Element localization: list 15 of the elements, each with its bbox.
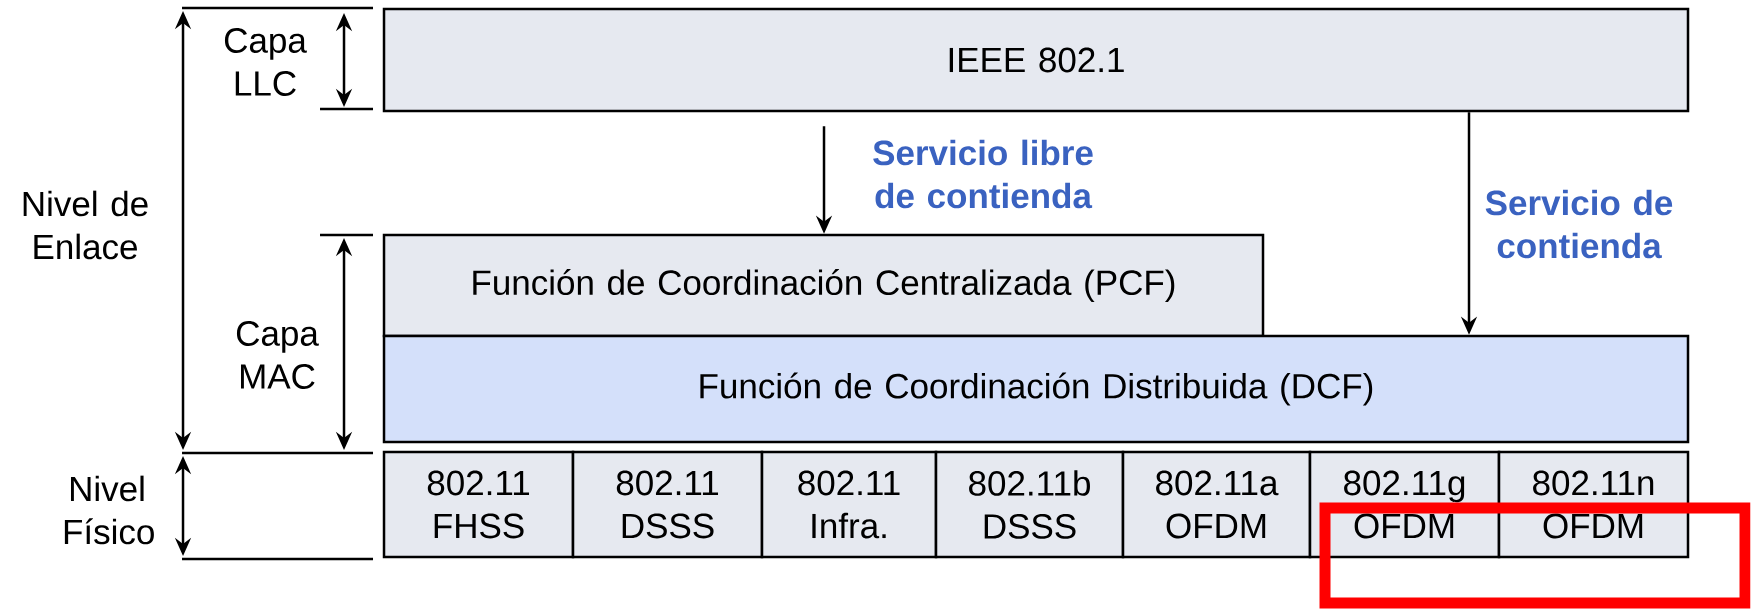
standard-cell: 802.11 FHSS [382, 450, 575, 559]
layer-box: Función de Coordinación Centralizada (PCF) [382, 233, 1265, 338]
standard-cell: 802.11 DSSS [571, 450, 764, 559]
standard-cell: 802.11a OFDM [1121, 450, 1312, 559]
edge-label: Servicio libre de contienda [873, 139, 1093, 209]
layer-box: IEEE 802.1 [382, 7, 1690, 113]
layer-label: Nivel Físico [64, 475, 154, 545]
layer-label: Capa LLC [224, 28, 307, 96]
edge-label: Servicio de contienda [1485, 189, 1673, 259]
layer-box: Función de Coordinación Distribuida (DCF) [382, 334, 1690, 444]
layer-label: Nivel de Enlace [23, 190, 148, 260]
standard-cell: 802.11 Infra. [760, 450, 938, 559]
standard-cell: 802.11b DSSS [934, 450, 1125, 559]
standard-cell: 802.11n OFDM [1497, 450, 1690, 559]
layer-label: Capa MAC [236, 321, 319, 389]
